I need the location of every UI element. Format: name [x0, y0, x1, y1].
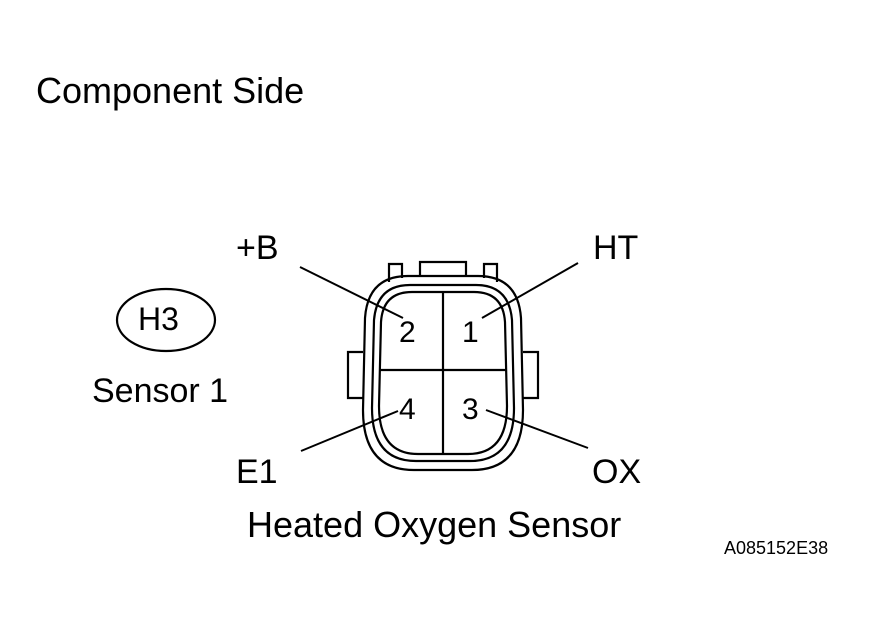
connector-latch [418, 260, 468, 276]
connector-code-label: H3 [138, 301, 179, 337]
terminal-label-ht: HT [593, 229, 639, 267]
terminal-label-ox: OX [592, 453, 642, 491]
pin-number-3: 3 [462, 393, 479, 426]
pin-number-2: 2 [399, 316, 416, 349]
component-caption: Heated Oxygen Sensor [247, 504, 622, 545]
leader-line-ox [485, 409, 589, 449]
leader-line-e1 [300, 410, 399, 452]
diagram-title: Component Side [36, 70, 305, 111]
connector-inner-body [370, 283, 516, 463]
connector-housing [346, 260, 540, 472]
leader-line-ht [481, 262, 579, 319]
terminal-label-b: +B [236, 229, 279, 267]
connector-tab-left [346, 350, 363, 400]
pin-number-1: 1 [462, 316, 479, 349]
sensor-position-label: Sensor 1 [92, 372, 229, 410]
connector-post-right [482, 262, 499, 282]
connector-tab-right [523, 350, 540, 400]
connector-code-oval [115, 287, 217, 353]
pin-number-4: 4 [399, 393, 416, 426]
figure-id: A085152E38 [724, 538, 829, 558]
leader-line-b [299, 266, 404, 319]
terminal-label-e1: E1 [236, 453, 278, 491]
connector-post-left [387, 262, 404, 282]
